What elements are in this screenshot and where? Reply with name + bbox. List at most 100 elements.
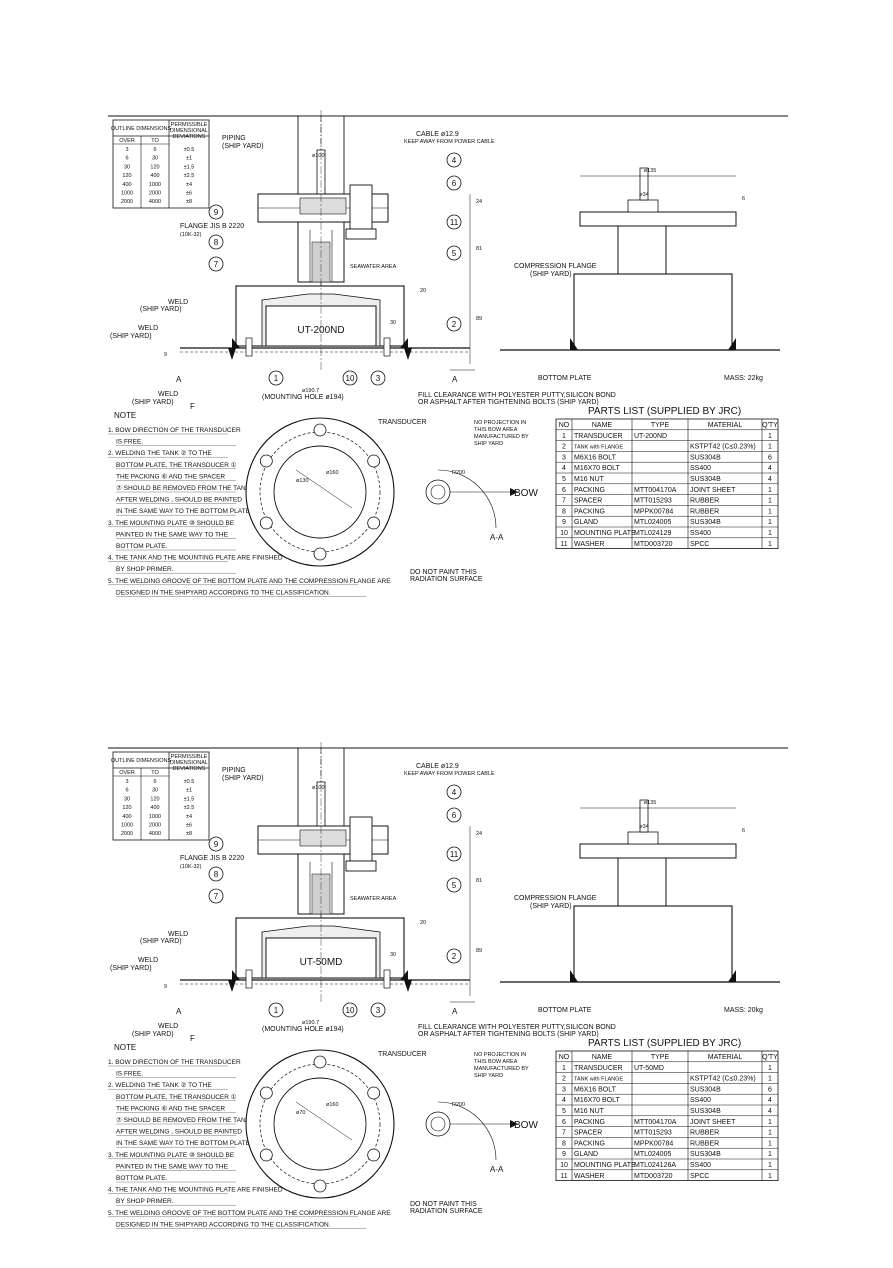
- note-line: BOTTOM PLATE.: [116, 543, 168, 550]
- dim-20: 20: [420, 920, 426, 926]
- part-balloon-number: 6: [452, 179, 457, 188]
- note-line: AFTER WELDING , SHOULD BE PAINTED: [116, 1129, 242, 1136]
- tolerance-cell: 1000: [149, 814, 161, 820]
- mass-label: MASS: 20kg: [724, 1007, 763, 1014]
- parts-cell: 1: [768, 487, 772, 494]
- gland: [299, 829, 347, 847]
- parts-cell: 6: [768, 454, 772, 461]
- side-dim-135: ø135: [644, 800, 657, 806]
- bow-arrow-icon: [510, 1120, 518, 1128]
- dim-81: 81: [476, 246, 482, 252]
- parts-cell: RUBBER: [690, 498, 719, 505]
- parts-cell: MOUNTING PLATE: [574, 1162, 636, 1169]
- tolerance-cell: 2000: [149, 191, 161, 197]
- parts-cell: SUS304B: [690, 1151, 721, 1158]
- note-line: 1. BOW DIRECTION OF THE TRANSDUCER: [108, 1059, 241, 1066]
- tolerance-cell: 2000: [121, 199, 133, 205]
- balloon-8: [208, 866, 224, 882]
- cable-sub-label: KEEP AWAY FROM POWER CABLE: [404, 139, 495, 145]
- note-line: THE PACKING ⑥ AND THE SPACER: [116, 472, 225, 480]
- parts-cell: 7: [562, 1130, 566, 1137]
- dim-r200: R200: [452, 1102, 465, 1108]
- tolerance-cell: ±6: [186, 823, 192, 829]
- parts-cell: 4: [768, 1108, 772, 1115]
- section-mark-f: F: [190, 1034, 195, 1043]
- bolt-m6: [383, 337, 391, 357]
- parts-cell: MTT015293: [634, 498, 672, 505]
- parts-cell: TANK with FLANGE: [574, 1077, 623, 1083]
- no-projection-label-2: THIS BOW AREA: [474, 427, 518, 433]
- dim-top-dia: ø100: [312, 785, 325, 791]
- transducer-label: TRANSDUCER: [378, 1051, 427, 1058]
- parts-cell: 11: [560, 541, 567, 548]
- parts-list-title: PARTS LIST (SUPPLIED BY JRC): [588, 406, 741, 417]
- bow-label: BOW: [514, 488, 538, 499]
- parts-cell: MTD003720: [634, 1173, 673, 1180]
- plan-bolt: [259, 516, 273, 530]
- parts-cell: 11: [560, 1173, 567, 1180]
- mass-label: MASS: 22kg: [724, 375, 763, 382]
- tolerance-cell: 30: [152, 788, 158, 794]
- side-dim-135: ø135: [644, 168, 657, 174]
- parts-cell: MOUNTING PLATE: [574, 530, 636, 537]
- note-line: DESIGNED IN THE SHIPYARD ACCORDING TO TH…: [116, 589, 331, 596]
- parts-cell: 1: [768, 1140, 772, 1147]
- dim-9: 9: [164, 352, 167, 358]
- balloon-1: [268, 370, 284, 386]
- section-aa-label: A-A: [490, 533, 504, 542]
- weld-left: [232, 338, 240, 348]
- note-line: IN THE SAME WAY TO THE BOTTOM PLATE.: [116, 1140, 252, 1147]
- side-dim-34: ø34: [639, 192, 648, 198]
- parts-cell: 1: [768, 1119, 772, 1126]
- side-neck: [617, 857, 667, 907]
- parts-cell: PACKING: [574, 1140, 605, 1147]
- parts-cell: PACKING: [574, 508, 605, 515]
- plan-bolt: [367, 1086, 381, 1100]
- dont-paint-label-2: RADIATION SURFACE: [410, 1208, 483, 1215]
- dim-9: 9: [164, 984, 167, 990]
- balloon-9: [208, 836, 224, 852]
- dim-mounting-dia: ø190.7: [302, 388, 319, 394]
- side-bolt-head: [627, 831, 659, 845]
- parts-cell: MTL024005: [634, 519, 671, 526]
- tolerance-cell: 6: [125, 788, 128, 794]
- weld-label-1: WELD: [168, 299, 188, 306]
- parts-cell: SPCC: [690, 1173, 709, 1180]
- parts-cell: 1: [768, 1076, 772, 1083]
- dont-paint-label-1: DO NOT PAINT THIS: [410, 1201, 477, 1208]
- parts-cell: TRANSDUCER: [574, 1065, 623, 1072]
- parts-cell: 4: [768, 476, 772, 483]
- note-line: AFTER WELDING , SHOULD BE PAINTED: [116, 497, 242, 504]
- no-projection-label-1: NO PROJECTION IN: [474, 1052, 526, 1058]
- part-balloon-number: 8: [214, 238, 219, 247]
- seawater-label: SEAWATER AREA: [350, 264, 397, 270]
- dont-paint-label-1: DO NOT PAINT THIS: [410, 569, 477, 576]
- tolerance-cell: 6: [125, 156, 128, 162]
- balloon-3: [370, 1002, 386, 1018]
- balloon-3: [370, 370, 386, 386]
- tolerance-cell: ±2.5: [184, 173, 195, 179]
- parts-cell: M6X16 BOLT: [574, 454, 617, 461]
- parts-cell: WASHER: [574, 541, 604, 548]
- weld-ship-label-2: (SHIP YARD): [110, 965, 152, 972]
- drawing-sheet: OUTLINE DIMENSIONSPERMISSIBLEDIMENSIONAL…: [108, 742, 788, 1229]
- bottom-plate-label: BOTTOM PLATE: [538, 375, 592, 382]
- part-balloon-number: 10: [346, 1006, 355, 1015]
- parts-cell: GLAND: [574, 1151, 598, 1158]
- tolerance-cell: 120: [122, 173, 131, 179]
- parts-cell: MTT004170A: [634, 487, 677, 494]
- no-projection-label-4: SHIP YARD: [474, 441, 503, 447]
- parts-cell: 1: [768, 444, 772, 451]
- note-line: 2. WELDING THE TANK ② TO THE: [108, 1081, 212, 1089]
- dim-24: 24: [476, 199, 482, 205]
- fill-clearance-label-2: OR ASPHALT AFTER TIGHTENING BOLTS (SHIP …: [418, 1031, 599, 1038]
- balloon-7: [208, 256, 224, 272]
- balloon-8: [208, 234, 224, 250]
- compression-flange-sub: (SHIP YARD): [530, 271, 572, 278]
- tolerance-table-frame: [112, 119, 210, 209]
- parts-cell: MTT004170A: [634, 1119, 677, 1126]
